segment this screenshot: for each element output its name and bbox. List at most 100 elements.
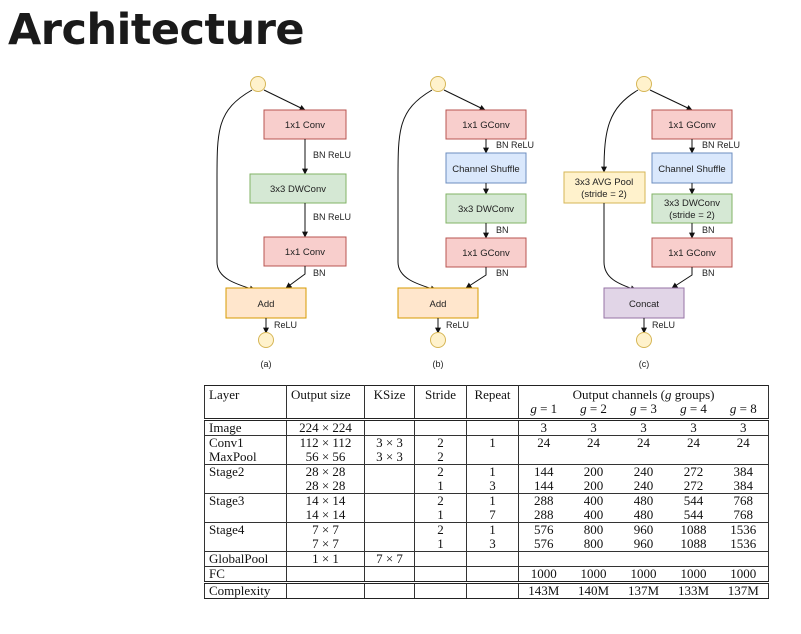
header-group-g4: g = 4 [668, 401, 719, 420]
header-output-channels-g: g [664, 387, 672, 402]
cell-layer: GlobalPool [204, 551, 287, 567]
cell-channels [519, 450, 569, 465]
cell-channels: 960 [618, 522, 669, 537]
cell-repeat [466, 566, 519, 583]
unit-b-shuffle-box [445, 152, 527, 184]
cell-channels: 3 [718, 418, 770, 436]
group-var: g [680, 401, 687, 416]
cell-channels: 800 [568, 522, 619, 537]
unit-c-concat-box [603, 287, 685, 319]
group-var: g [630, 401, 637, 416]
unit-c-output-node [636, 332, 652, 348]
group-var: g [729, 401, 737, 416]
unit-c-pool-branch [601, 89, 639, 173]
cell-channels: 24 [518, 435, 569, 450]
unit-a-conv2-box [263, 236, 347, 267]
unit-b-label-1: BN ReLU [496, 140, 534, 150]
unit-b-input-node [430, 76, 446, 92]
cell-stride [414, 551, 467, 567]
cell-stride [414, 566, 467, 583]
cell-channels: 480 [618, 493, 669, 508]
cell-layer: Stage2 [204, 464, 287, 479]
unit-a-conv1-box [263, 109, 347, 140]
unit-c-avgpool-label: 3x3 AVG Pool [575, 177, 633, 188]
header-ksize: KSize [364, 385, 415, 420]
cell-size: 28 × 28 [286, 464, 365, 479]
header-output-channels-post: groups) [671, 387, 715, 402]
cell-channels: 384 [718, 479, 770, 494]
cell-channels: 24 [568, 435, 619, 450]
cell-channels [668, 551, 719, 567]
unit-a-add-label: Add [258, 299, 275, 310]
unit-b-dwconv-label: 3x3 DWConv [458, 204, 514, 215]
cell-channels: 200 [583, 478, 604, 493]
unit-c-gconv2-box [651, 237, 733, 268]
cell-repeat: 7 [466, 508, 519, 523]
cell-channels: 3 [518, 418, 569, 436]
unit-b-shortcut [397, 89, 437, 292]
cell-channels: 144 [518, 464, 569, 479]
unit-c-shuffle-label: Channel Shuffle [658, 164, 725, 175]
table-header-row: Layer Output size KSize Stride Repeat Ou… [204, 385, 770, 420]
cell-channels [518, 551, 569, 567]
group-value: 8 [750, 401, 757, 416]
cell-ksize [364, 537, 415, 552]
cell-layer [204, 508, 287, 523]
cell-channels: 576 [534, 536, 554, 551]
cell-repeat [466, 581, 519, 599]
cell-size: 112 × 112 [286, 435, 365, 450]
cell-size [286, 581, 365, 599]
unit-a-dwconv-box [249, 173, 347, 204]
unit-c-label-1: BN ReLU [702, 140, 740, 150]
unit-b-label-2: BN [496, 225, 509, 235]
cell-channels [569, 450, 619, 465]
cell-size: 14 × 14 [286, 508, 365, 523]
unit-b-gconv2-box [445, 237, 527, 268]
cell-ksize [364, 581, 415, 599]
cell-channels: 24 [618, 435, 669, 450]
cell-ksize [364, 493, 415, 508]
group-value: 2 [600, 401, 607, 416]
group-value: 4 [700, 401, 707, 416]
cell-channels: 272 [683, 478, 704, 493]
cell-channels: 144 [534, 478, 554, 493]
cell-repeat: 1 [466, 435, 519, 450]
group-eq: = [636, 401, 651, 416]
cell-repeat [466, 450, 519, 465]
cell-channels [619, 450, 669, 465]
cell-stride: 2 [414, 522, 467, 537]
header-repeat: Repeat [466, 385, 519, 420]
unit-a-conv1-label: 1x1 Conv [285, 120, 325, 131]
unit-a-shortcut [216, 89, 256, 292]
cell-repeat: 3 [466, 479, 519, 494]
unit-a-label-4: ReLU [274, 320, 297, 330]
unit-c-dwconv-label: 3x3 DWConv [664, 198, 720, 209]
cell-ksize [364, 508, 415, 523]
unit-a-add-box [225, 287, 307, 319]
cell-channels: 1000 [568, 566, 619, 583]
unit-c-avgpool-stride: (stride = 2) [581, 189, 627, 200]
unit-c-input-node [636, 76, 652, 92]
unit-c: 3x3 AVG Pool (stride = 2) 1x1 GConv BN R… [563, 76, 740, 369]
cell-channels: 1000 [668, 566, 719, 583]
cell-ksize [364, 479, 415, 494]
header-output-size: Output size [286, 385, 365, 420]
cell-layer [204, 537, 287, 552]
unit-c-caption: (c) [639, 359, 650, 369]
unit-c-avgpool-box [563, 171, 646, 204]
unit-a-input-node [250, 76, 266, 92]
cell-channels: 3 [568, 418, 619, 436]
unit-c-label-3: BN [702, 268, 715, 278]
cell-stride: 2 [414, 450, 467, 465]
cell-channels: 140M [568, 581, 619, 599]
cell-stride [414, 418, 467, 436]
cell-repeat: 1 [466, 493, 519, 508]
cell-channels: 24 [718, 435, 770, 450]
header-layer: Layer [204, 385, 287, 420]
unit-b: 1x1 GConv BN ReLU Channel Shuffle 3x3 DW… [397, 76, 534, 369]
